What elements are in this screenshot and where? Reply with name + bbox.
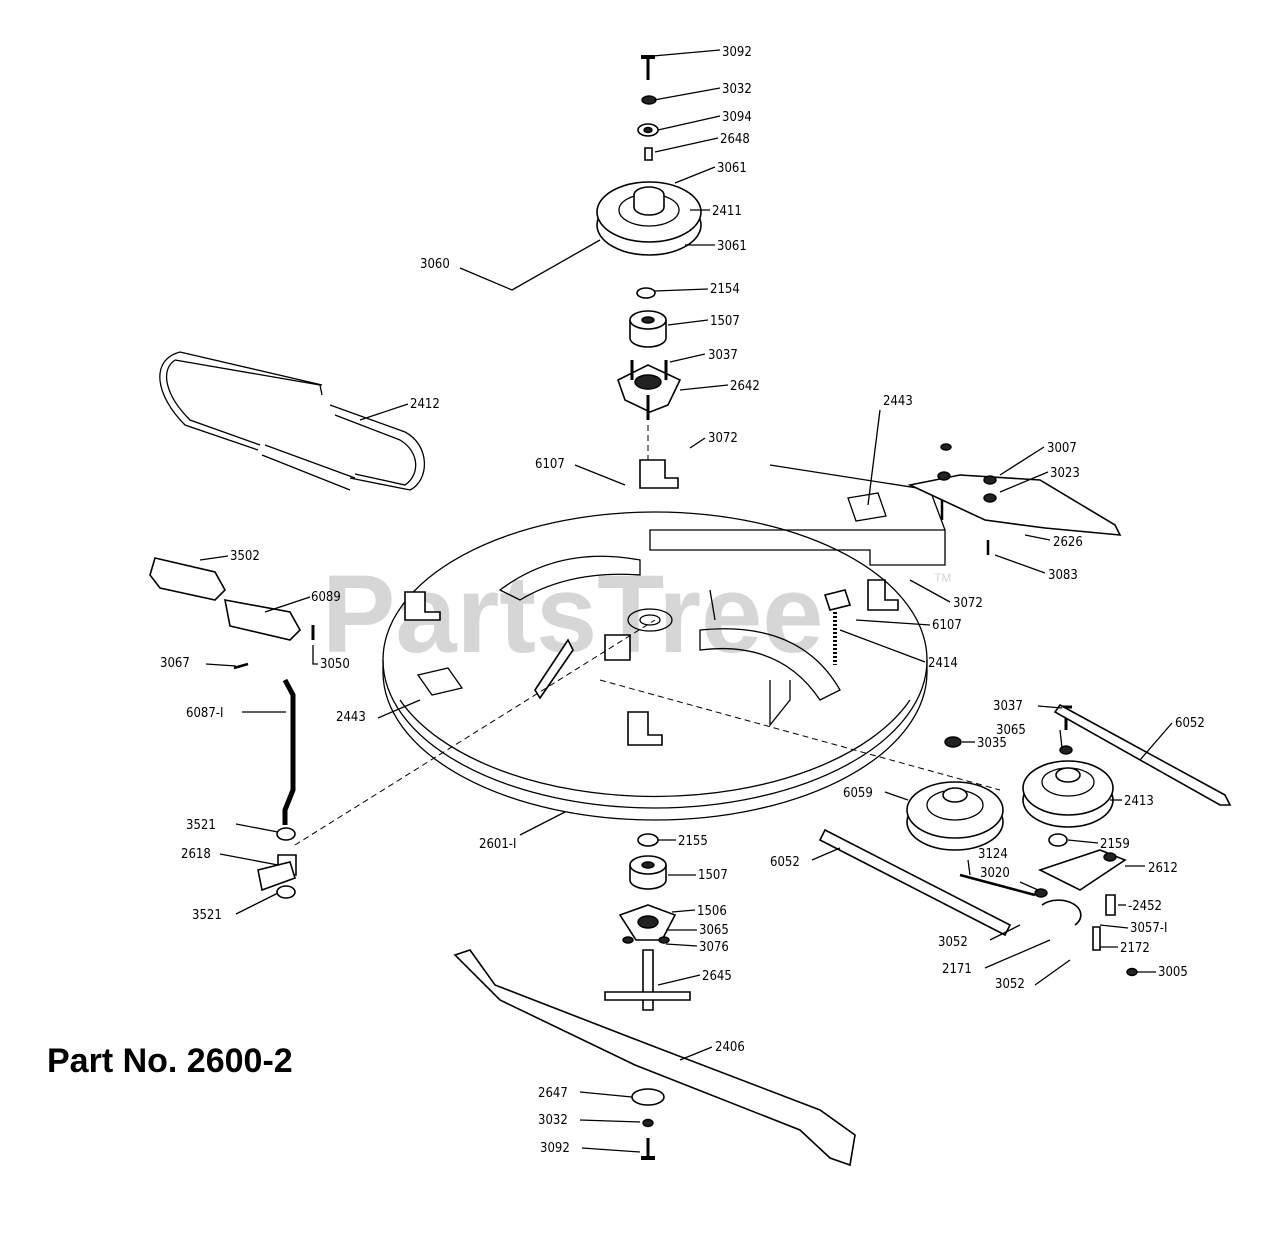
callout-6107: 6107	[932, 618, 962, 633]
callout-3052: 3052	[995, 977, 1025, 992]
callout-6052: 6052	[1175, 716, 1205, 731]
callout-3092: 3092	[540, 1141, 570, 1156]
callout-3037: 3037	[708, 348, 738, 363]
callout-2618: 2618	[181, 847, 211, 862]
callout-3032: 3032	[722, 82, 752, 97]
callout-2645: 2645	[702, 969, 732, 984]
callout-3124: 3124	[978, 847, 1008, 862]
callout-2412: 2412	[410, 397, 440, 412]
callout-3076: 3076	[699, 940, 729, 955]
callout-2154: 2154	[710, 282, 740, 297]
callout-3023: 3023	[1050, 466, 1080, 481]
callout-3050: 3050	[320, 657, 350, 672]
callout-2159: 2159	[1100, 837, 1130, 852]
callout-3072: 3072	[708, 431, 738, 446]
callout-2411: 2411	[712, 204, 742, 219]
callout-2414: 2414	[928, 656, 958, 671]
callout-labels: 3092 3032 3094 2648 3061 2411 3061 3060 …	[160, 45, 1205, 1156]
callout-2601-1: 2601-I	[479, 837, 516, 852]
callout-3521: 3521	[192, 908, 222, 923]
callout-2155: 2155	[678, 834, 708, 849]
callout-2171: 2171	[942, 962, 972, 977]
rods-6052	[818, 703, 1232, 937]
callout-2443: 2443	[336, 710, 366, 725]
callout-2647: 2647	[538, 1086, 568, 1101]
callout-3005: 3005	[1158, 965, 1188, 980]
callout-3067: 3067	[160, 656, 190, 671]
callout-6087-1: 6087-I	[186, 706, 223, 721]
callout-1507: 1507	[698, 868, 728, 883]
right-pulleys	[906, 705, 1114, 851]
callout-2452: -2452	[1128, 899, 1162, 914]
lower-spindle-assembly	[453, 833, 856, 1167]
callout-3521: 3521	[186, 818, 216, 833]
callout-6107: 6107	[535, 457, 565, 472]
alignment-line	[599, 679, 1001, 791]
watermark-trademark: TM	[934, 571, 951, 585]
callout-3052: 3052	[938, 935, 968, 950]
callout-3072: 3072	[953, 596, 983, 611]
alignment-line	[294, 619, 656, 846]
callout-2642: 2642	[730, 379, 760, 394]
callout-6089: 6089	[311, 590, 341, 605]
lift-rod-6087-1	[233, 625, 315, 899]
callout-1507: 1507	[710, 314, 740, 329]
callout-3092: 3092	[722, 45, 752, 60]
bracket-2612	[959, 833, 1138, 977]
v-belt-2412	[159, 351, 426, 491]
callout-6052: 6052	[770, 855, 800, 870]
callout-1506: 1506	[697, 904, 727, 919]
callout-3065: 3065	[699, 923, 729, 938]
callout-3007: 3007	[1047, 441, 1077, 456]
callout-2648: 2648	[720, 132, 750, 147]
callout-3020: 3020	[980, 866, 1010, 881]
callout-2443: 2443	[883, 394, 913, 409]
callout-6059: 6059	[843, 786, 873, 801]
callout-2413: 2413	[1124, 794, 1154, 809]
callout-2406: 2406	[715, 1040, 745, 1055]
callout-3094: 3094	[722, 110, 752, 125]
callout-3032: 3032	[538, 1113, 568, 1128]
callout-3083: 3083	[1048, 568, 1078, 583]
callout-3502: 3502	[230, 549, 260, 564]
callout-2172: 2172	[1120, 941, 1150, 956]
deck-housing	[149, 459, 946, 821]
callout-3065: 3065	[996, 723, 1026, 738]
part-number: Part No. 2600-2	[47, 1042, 293, 1080]
callout-3061: 3061	[717, 239, 747, 254]
callout-2612: 2612	[1148, 861, 1178, 876]
idler-arm-2626	[907, 443, 1122, 555]
upper-pulley-assembly	[596, 55, 702, 420]
leader-lines	[199, 49, 1173, 1153]
callout-3057-1: 3057-I	[1130, 921, 1167, 936]
callout-3037: 3037	[993, 699, 1023, 714]
callout-3035: 3035	[977, 736, 1007, 751]
callout-3061: 3061	[717, 161, 747, 176]
watermark: PartsTree	[322, 553, 823, 676]
callout-3060: 3060	[420, 257, 450, 272]
callout-2626: 2626	[1053, 535, 1083, 550]
